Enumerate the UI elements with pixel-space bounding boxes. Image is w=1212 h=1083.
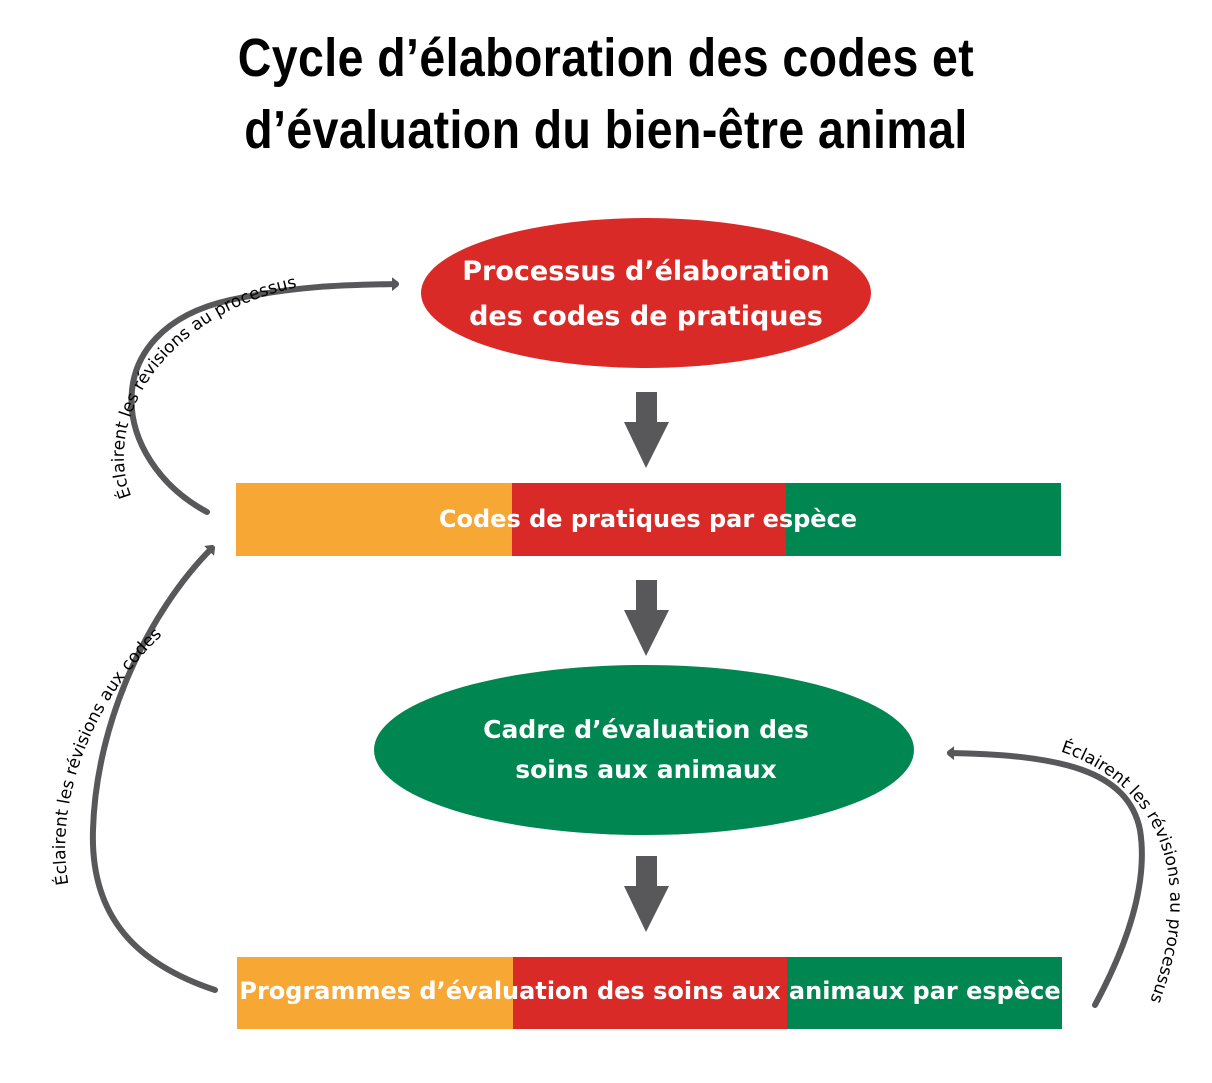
down-arrow-1 (624, 392, 669, 468)
title-line-2: d’évaluation du bien-être animal (244, 100, 968, 160)
framework-ellipse: Cadre d’évaluation des soins aux animaux (374, 665, 914, 835)
feedback-label-left: Éclairent les révisions aux codes (50, 624, 166, 887)
title-line-1: Cycle d’élaboration des codes et (237, 28, 975, 88)
codes-bar: Codes de pratiques par espèce (236, 483, 1061, 556)
framework-line-2: soins aux animaux (515, 755, 777, 784)
programs-label: Programmes d’évaluation des soins aux an… (239, 977, 1060, 1005)
feedback-arrow-left: Éclairent les révisions aux codes (50, 545, 218, 993)
process-line-2: des codes de pratiques (469, 301, 823, 332)
process-ellipse: Processus d’élaboration des codes de pra… (421, 218, 871, 368)
process-line-1: Processus d’élaboration (462, 256, 830, 287)
down-arrow-3 (624, 856, 669, 932)
down-arrow-2 (624, 580, 669, 656)
feedback-label-right: Éclairent les révisions au processus (1059, 735, 1186, 1006)
framework-line-1: Cadre d’évaluation des (483, 715, 809, 744)
programs-bar: Programmes d’évaluation des soins aux an… (237, 957, 1062, 1029)
diagram-title: Cycle d’élaboration des codes et d’évalu… (85, 22, 1127, 166)
codes-label: Codes de pratiques par espèce (439, 505, 857, 533)
feedback-arrow-top-left: Éclairent les révisions au processus (109, 273, 399, 515)
